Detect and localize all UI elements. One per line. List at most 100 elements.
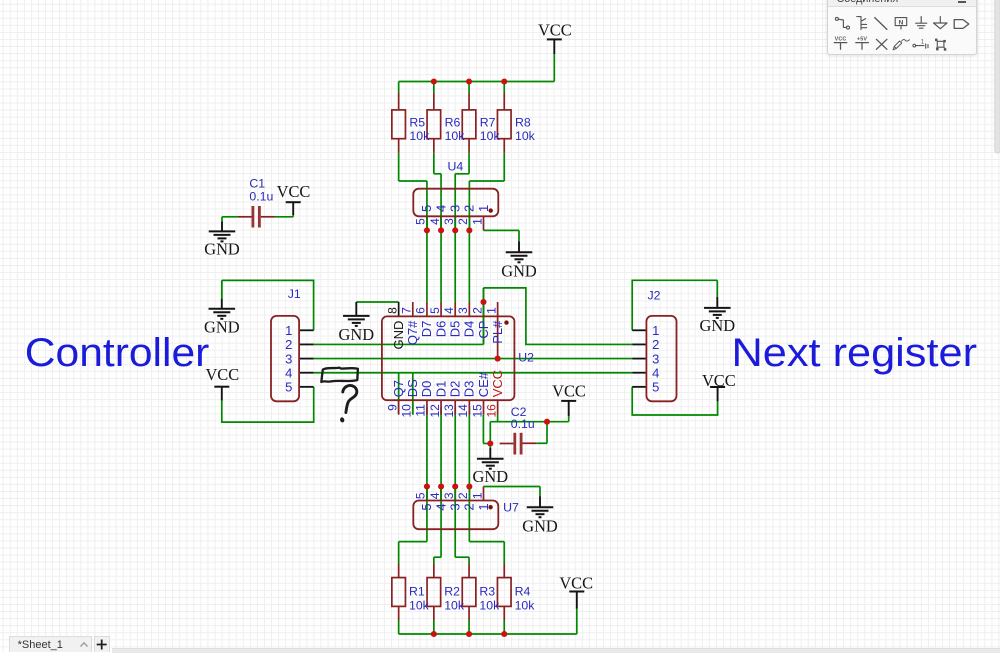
svg-text:2: 2 <box>462 503 477 510</box>
svg-text:4: 4 <box>433 205 448 212</box>
svg-text:Controller: Controller <box>25 331 210 375</box>
svg-text:VCC: VCC <box>277 182 311 201</box>
svg-text:R3: R3 <box>479 585 495 599</box>
svg-text:4: 4 <box>442 307 456 314</box>
svg-text:3: 3 <box>442 218 456 225</box>
svg-text:C2: C2 <box>511 405 527 419</box>
svg-text:GND: GND <box>700 316 736 335</box>
svg-text:R6: R6 <box>445 115 461 129</box>
svg-text:12: 12 <box>428 404 442 418</box>
svg-text:5: 5 <box>652 380 659 395</box>
svg-text:9: 9 <box>385 404 399 411</box>
svg-text:2: 2 <box>456 218 470 225</box>
svg-text:8: 8 <box>385 307 399 314</box>
svg-text:D2: D2 <box>448 381 463 398</box>
svg-text:10k: 10k <box>479 598 500 612</box>
svg-text:5: 5 <box>285 380 292 395</box>
svg-text:4: 4 <box>652 365 659 380</box>
svg-text:5: 5 <box>419 205 434 212</box>
svg-text:*Sheet_1: *Sheet_1 <box>18 639 63 651</box>
svg-text:4: 4 <box>428 218 442 225</box>
svg-text:VCC: VCC <box>702 371 736 390</box>
svg-text:R5: R5 <box>409 115 425 129</box>
svg-text:6: 6 <box>414 307 428 314</box>
svg-text:2: 2 <box>470 307 484 314</box>
svg-text:Q7: Q7 <box>391 380 406 397</box>
svg-text:VCC: VCC <box>559 574 593 593</box>
svg-text:VCC: VCC <box>205 365 239 384</box>
svg-text:J2: J2 <box>648 288 661 302</box>
svg-text:VCC: VCC <box>552 382 586 401</box>
svg-text:VCC: VCC <box>490 370 505 397</box>
svg-text:1: 1 <box>470 492 484 499</box>
svg-text:10: 10 <box>400 404 414 418</box>
svg-text:GND: GND <box>522 517 558 536</box>
svg-text:D0: D0 <box>419 381 434 398</box>
svg-text:U4: U4 <box>448 159 464 173</box>
svg-text:3: 3 <box>442 492 456 499</box>
svg-text:5: 5 <box>428 307 442 314</box>
svg-text:10k: 10k <box>444 598 465 612</box>
svg-text:D3: D3 <box>462 381 477 398</box>
svg-text:3: 3 <box>285 351 292 366</box>
svg-text:D6: D6 <box>433 321 448 338</box>
svg-text:CE#: CE# <box>476 371 491 397</box>
svg-text:3: 3 <box>448 205 463 212</box>
svg-text:D5: D5 <box>448 321 463 338</box>
svg-text:1: 1 <box>476 205 491 212</box>
svg-text:D7: D7 <box>419 321 434 338</box>
svg-text:2: 2 <box>456 492 470 499</box>
svg-text:14: 14 <box>456 404 470 418</box>
svg-text:U7: U7 <box>503 501 519 515</box>
svg-text:5: 5 <box>419 503 434 510</box>
svg-text:R2: R2 <box>444 585 460 599</box>
svg-text:1: 1 <box>285 323 292 338</box>
svg-text:10k: 10k <box>480 129 501 143</box>
svg-text:15: 15 <box>470 404 484 418</box>
svg-text:4: 4 <box>433 503 448 510</box>
svg-text:2: 2 <box>462 205 477 212</box>
svg-text:D1: D1 <box>433 381 448 398</box>
svg-text:7: 7 <box>400 307 414 314</box>
svg-text:Q7#: Q7# <box>405 320 420 345</box>
svg-text:4: 4 <box>285 365 292 380</box>
svg-text:GND: GND <box>204 317 240 336</box>
svg-text:11: 11 <box>414 404 428 417</box>
svg-text:GND: GND <box>391 321 406 350</box>
svg-text:R8: R8 <box>515 115 531 129</box>
svg-text:2: 2 <box>652 337 659 352</box>
svg-text:3: 3 <box>448 503 463 510</box>
svg-text:1: 1 <box>470 218 484 225</box>
svg-text:GND: GND <box>501 262 537 281</box>
svg-text:13: 13 <box>442 404 456 418</box>
svg-text:5: 5 <box>414 218 428 225</box>
svg-text:DS: DS <box>405 379 420 397</box>
svg-text:10k: 10k <box>515 598 536 612</box>
svg-text:GND: GND <box>473 467 509 486</box>
svg-text:0.1u: 0.1u <box>511 417 535 431</box>
svg-text:2: 2 <box>285 337 292 352</box>
svg-text:Next register: Next register <box>732 331 978 375</box>
svg-text:1: 1 <box>484 307 498 314</box>
svg-text:10k: 10k <box>445 129 466 143</box>
svg-text:4: 4 <box>428 492 442 499</box>
svg-text:3: 3 <box>652 351 659 366</box>
svg-text:C1: C1 <box>249 176 265 190</box>
svg-text:D4: D4 <box>462 321 477 338</box>
svg-text:U2: U2 <box>518 350 534 364</box>
svg-text:GND: GND <box>339 325 375 344</box>
svg-text:1: 1 <box>652 323 659 338</box>
svg-text:R7: R7 <box>480 115 496 129</box>
svg-text:3: 3 <box>456 307 470 314</box>
svg-text:R4: R4 <box>515 585 531 599</box>
svg-text:1: 1 <box>476 503 491 510</box>
svg-text:CP: CP <box>476 321 491 339</box>
svg-text:10k: 10k <box>409 598 430 612</box>
svg-text:0.1u: 0.1u <box>249 190 273 204</box>
svg-text:10k: 10k <box>515 129 536 143</box>
svg-text:5: 5 <box>414 492 428 499</box>
svg-text:VCC: VCC <box>538 21 572 40</box>
svg-text:GND: GND <box>204 240 240 259</box>
svg-text:R1: R1 <box>409 585 425 599</box>
svg-text:J1: J1 <box>288 287 301 301</box>
